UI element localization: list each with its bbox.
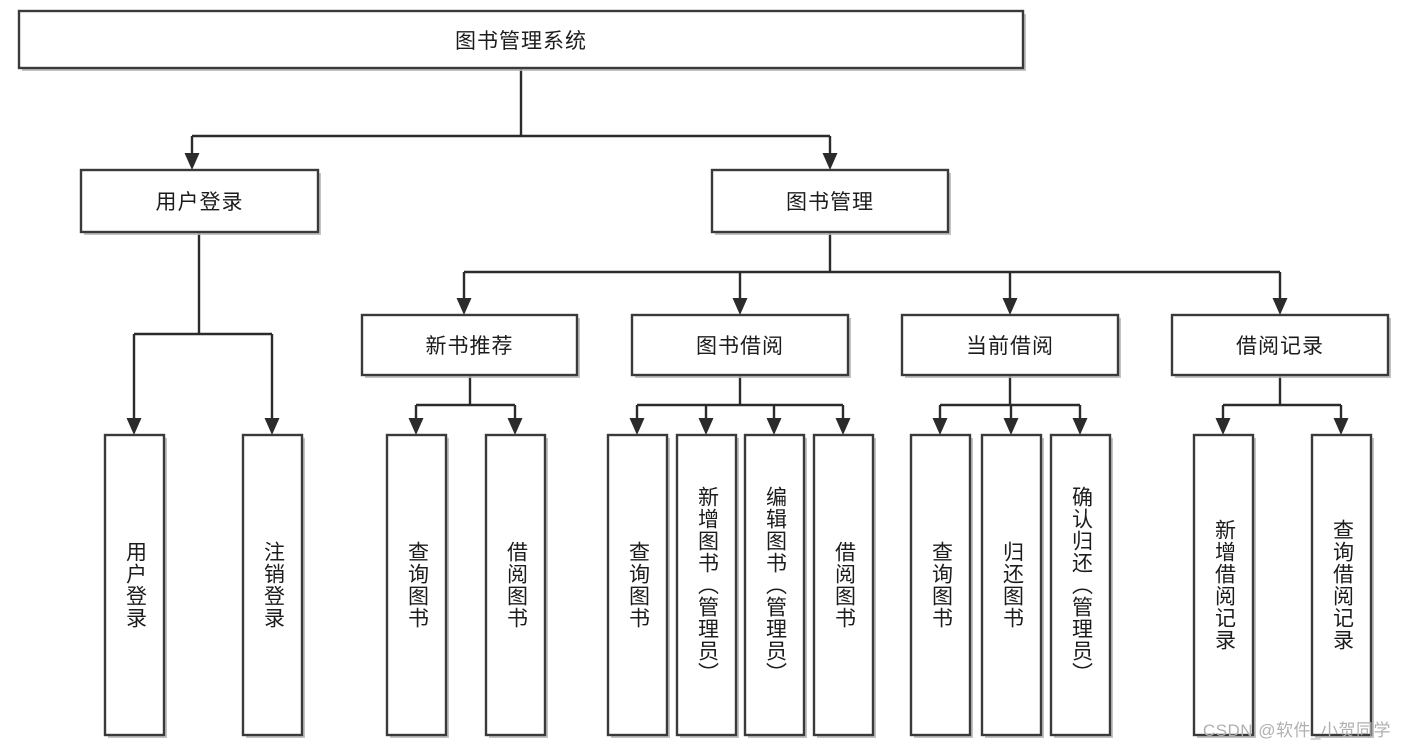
arrow-head-icon <box>1002 298 1018 315</box>
arrow-head-icon <box>732 298 748 315</box>
node-leaf-borrow-book-recommend[interactable] <box>484 433 548 738</box>
node-leaf-logout-login[interactable] <box>241 433 305 738</box>
node-rect-level3[interactable] <box>360 313 579 377</box>
node-new-book-recommend[interactable] <box>360 313 580 378</box>
node-rect-leaf[interactable] <box>241 433 304 737</box>
node-box-layer <box>17 9 1391 738</box>
arrow-head-icon <box>408 418 424 435</box>
arrow-head-icon <box>835 418 851 435</box>
node-rect-leaf[interactable] <box>606 433 669 737</box>
node-rect-leaf[interactable] <box>675 433 738 737</box>
arrow-head-icon <box>126 418 142 435</box>
node-rect-level3[interactable] <box>630 313 850 377</box>
node-leaf-borrow-book[interactable] <box>812 433 876 738</box>
connector-group-root-to-level2 <box>184 68 838 170</box>
node-leaf-query-book-current[interactable] <box>909 433 973 738</box>
connector-layer <box>126 68 1349 435</box>
node-current-borrow[interactable] <box>900 313 1121 378</box>
node-leaf-edit-book-admin[interactable] <box>743 433 807 738</box>
arrow-head-icon <box>1333 418 1349 435</box>
node-rect-leaf[interactable] <box>980 433 1043 737</box>
node-leaf-query-borrow-record[interactable] <box>1310 433 1374 738</box>
node-leaf-confirm-return-admin[interactable] <box>1049 433 1113 738</box>
arrow-head-icon <box>1272 298 1288 315</box>
node-rect-leaf[interactable] <box>743 433 806 737</box>
node-rect-root[interactable] <box>17 9 1025 70</box>
node-leaf-add-borrow-record[interactable] <box>1192 433 1256 738</box>
node-rect-leaf[interactable] <box>1049 433 1112 737</box>
connector-group-bookmanage-to-level3 <box>456 232 1288 315</box>
arrow-head-icon <box>507 418 523 435</box>
connector-group-current-to-leaves <box>932 375 1088 435</box>
arrow-head-icon <box>184 153 200 170</box>
node-user-login[interactable] <box>79 168 321 235</box>
connector-group-recommend-to-leaves <box>408 375 523 435</box>
node-rect-level3[interactable] <box>1170 313 1390 377</box>
arrow-head-icon <box>264 418 280 435</box>
connector-group-borrow-to-leaves <box>629 375 851 435</box>
node-root[interactable] <box>17 9 1026 71</box>
node-rect-leaf[interactable] <box>909 433 972 737</box>
node-leaf-return-book[interactable] <box>980 433 1044 738</box>
arrow-head-icon <box>766 418 782 435</box>
node-rect-leaf[interactable] <box>812 433 875 737</box>
node-leaf-query-book-recommend[interactable] <box>385 433 449 738</box>
connector-group-userlogin-to-leaves <box>126 232 280 435</box>
node-leaf-query-book-borrow[interactable] <box>606 433 670 738</box>
node-borrow-record[interactable] <box>1170 313 1391 378</box>
node-leaf-add-book-admin[interactable] <box>675 433 739 738</box>
node-rect-leaf[interactable] <box>103 433 166 737</box>
node-rect-level3[interactable] <box>900 313 1120 377</box>
connector-group-record-to-leaves <box>1215 375 1349 435</box>
node-rect-leaf[interactable] <box>385 433 448 737</box>
node-rect-level2[interactable] <box>79 168 320 234</box>
arrow-head-icon <box>456 298 472 315</box>
arrow-head-icon <box>698 418 714 435</box>
node-book-manage[interactable] <box>710 168 951 235</box>
node-rect-leaf[interactable] <box>484 433 547 737</box>
node-rect-level2[interactable] <box>710 168 950 234</box>
node-leaf-user-login[interactable] <box>103 433 167 738</box>
arrow-head-icon <box>629 418 645 435</box>
arrow-head-icon <box>822 153 838 170</box>
node-rect-leaf[interactable] <box>1192 433 1255 737</box>
node-rect-leaf[interactable] <box>1310 433 1373 737</box>
arrow-head-icon <box>932 418 948 435</box>
arrow-head-icon <box>1215 418 1231 435</box>
arrow-head-icon <box>1003 418 1019 435</box>
node-book-borrow[interactable] <box>630 313 851 378</box>
arrow-head-icon <box>1072 418 1088 435</box>
